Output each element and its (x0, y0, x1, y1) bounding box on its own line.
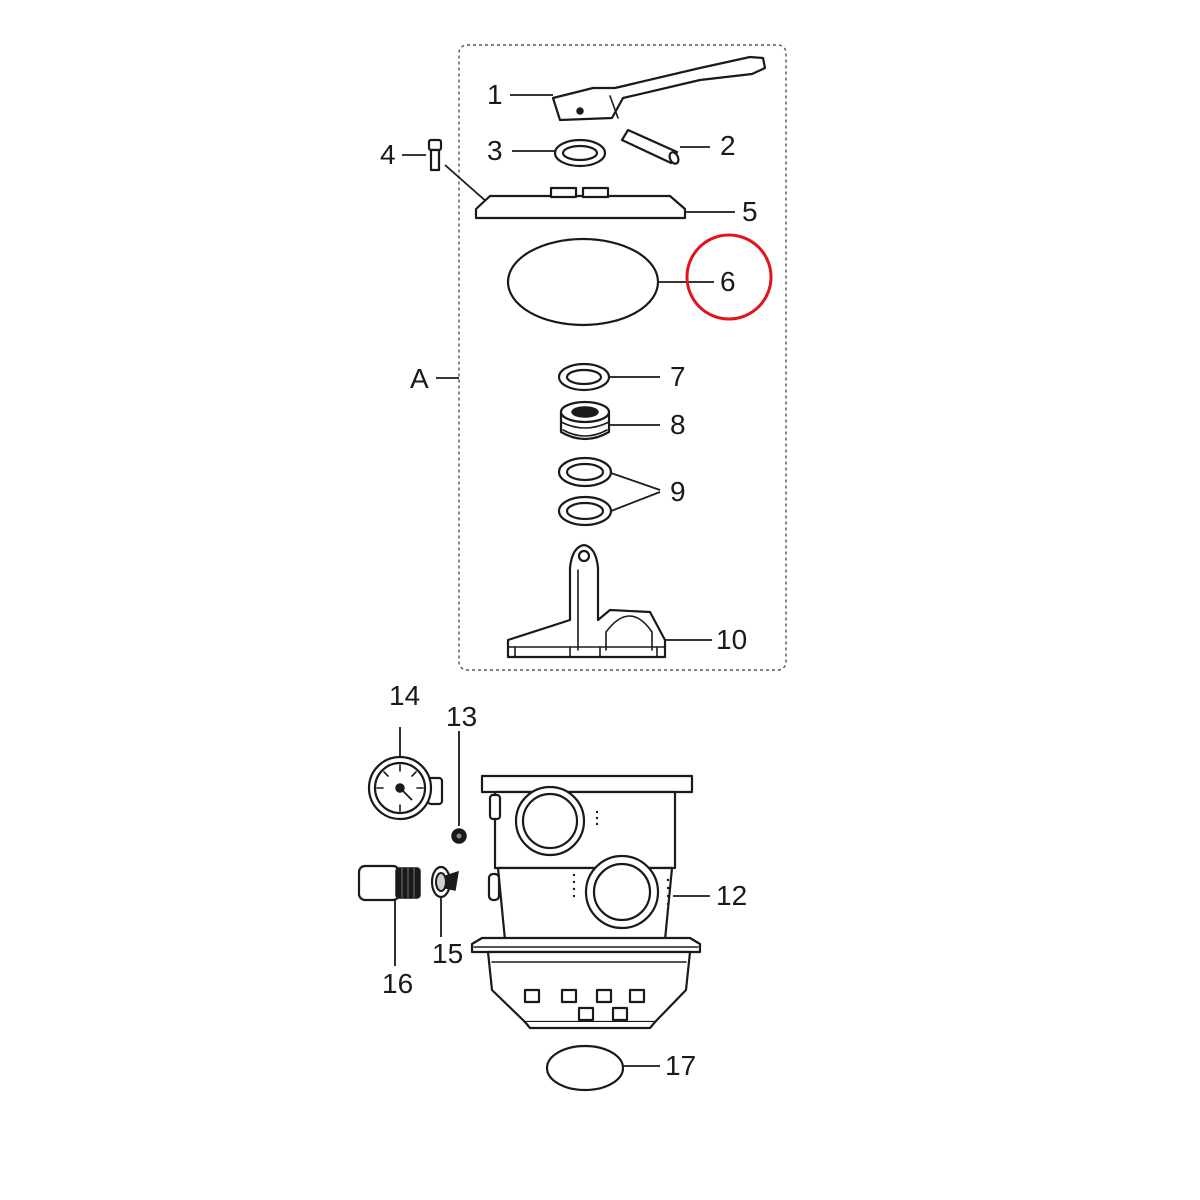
label-14: 14 (389, 680, 420, 711)
part-16-sight-glass (357, 864, 421, 902)
label-2: 2 (720, 130, 736, 161)
label-15: 15 (432, 938, 463, 969)
part-7-ring (557, 362, 611, 392)
part-13-plug (451, 828, 467, 844)
label-13: 13 (446, 701, 477, 732)
label-1: 1 (487, 79, 503, 110)
part-9-rings (557, 456, 613, 527)
label-3: 3 (487, 135, 503, 166)
label-4: 4 (380, 139, 396, 170)
part-4-screw (427, 138, 443, 172)
part-8-bushing (559, 400, 611, 441)
part-12-valve-body (470, 774, 702, 1030)
highlight-circle (685, 233, 773, 321)
part-5-cover (474, 186, 687, 220)
label-9: 9 (670, 476, 686, 507)
part-1-handle (551, 55, 767, 122)
part-6-oring (506, 237, 660, 327)
label-17: 17 (665, 1050, 696, 1081)
label-16: 16 (382, 968, 413, 999)
label-a: A (410, 363, 429, 394)
leader-9a (610, 472, 661, 491)
part-15-fitting (430, 865, 459, 899)
leader-9b (610, 491, 661, 512)
group-a-boundary (458, 44, 787, 671)
leader-4-to-cover (444, 164, 489, 204)
label-8: 8 (670, 409, 686, 440)
part-2-pin (620, 128, 680, 165)
label-10: 10 (716, 624, 747, 655)
label-5: 5 (742, 196, 758, 227)
part-14-gauge (367, 755, 444, 821)
part-10-rotor (506, 543, 667, 659)
label-7: 7 (670, 361, 686, 392)
label-12: 12 (716, 880, 747, 911)
part-3-ring (553, 138, 607, 168)
label-6: 6 (720, 266, 736, 297)
part-17-oring (545, 1044, 625, 1092)
